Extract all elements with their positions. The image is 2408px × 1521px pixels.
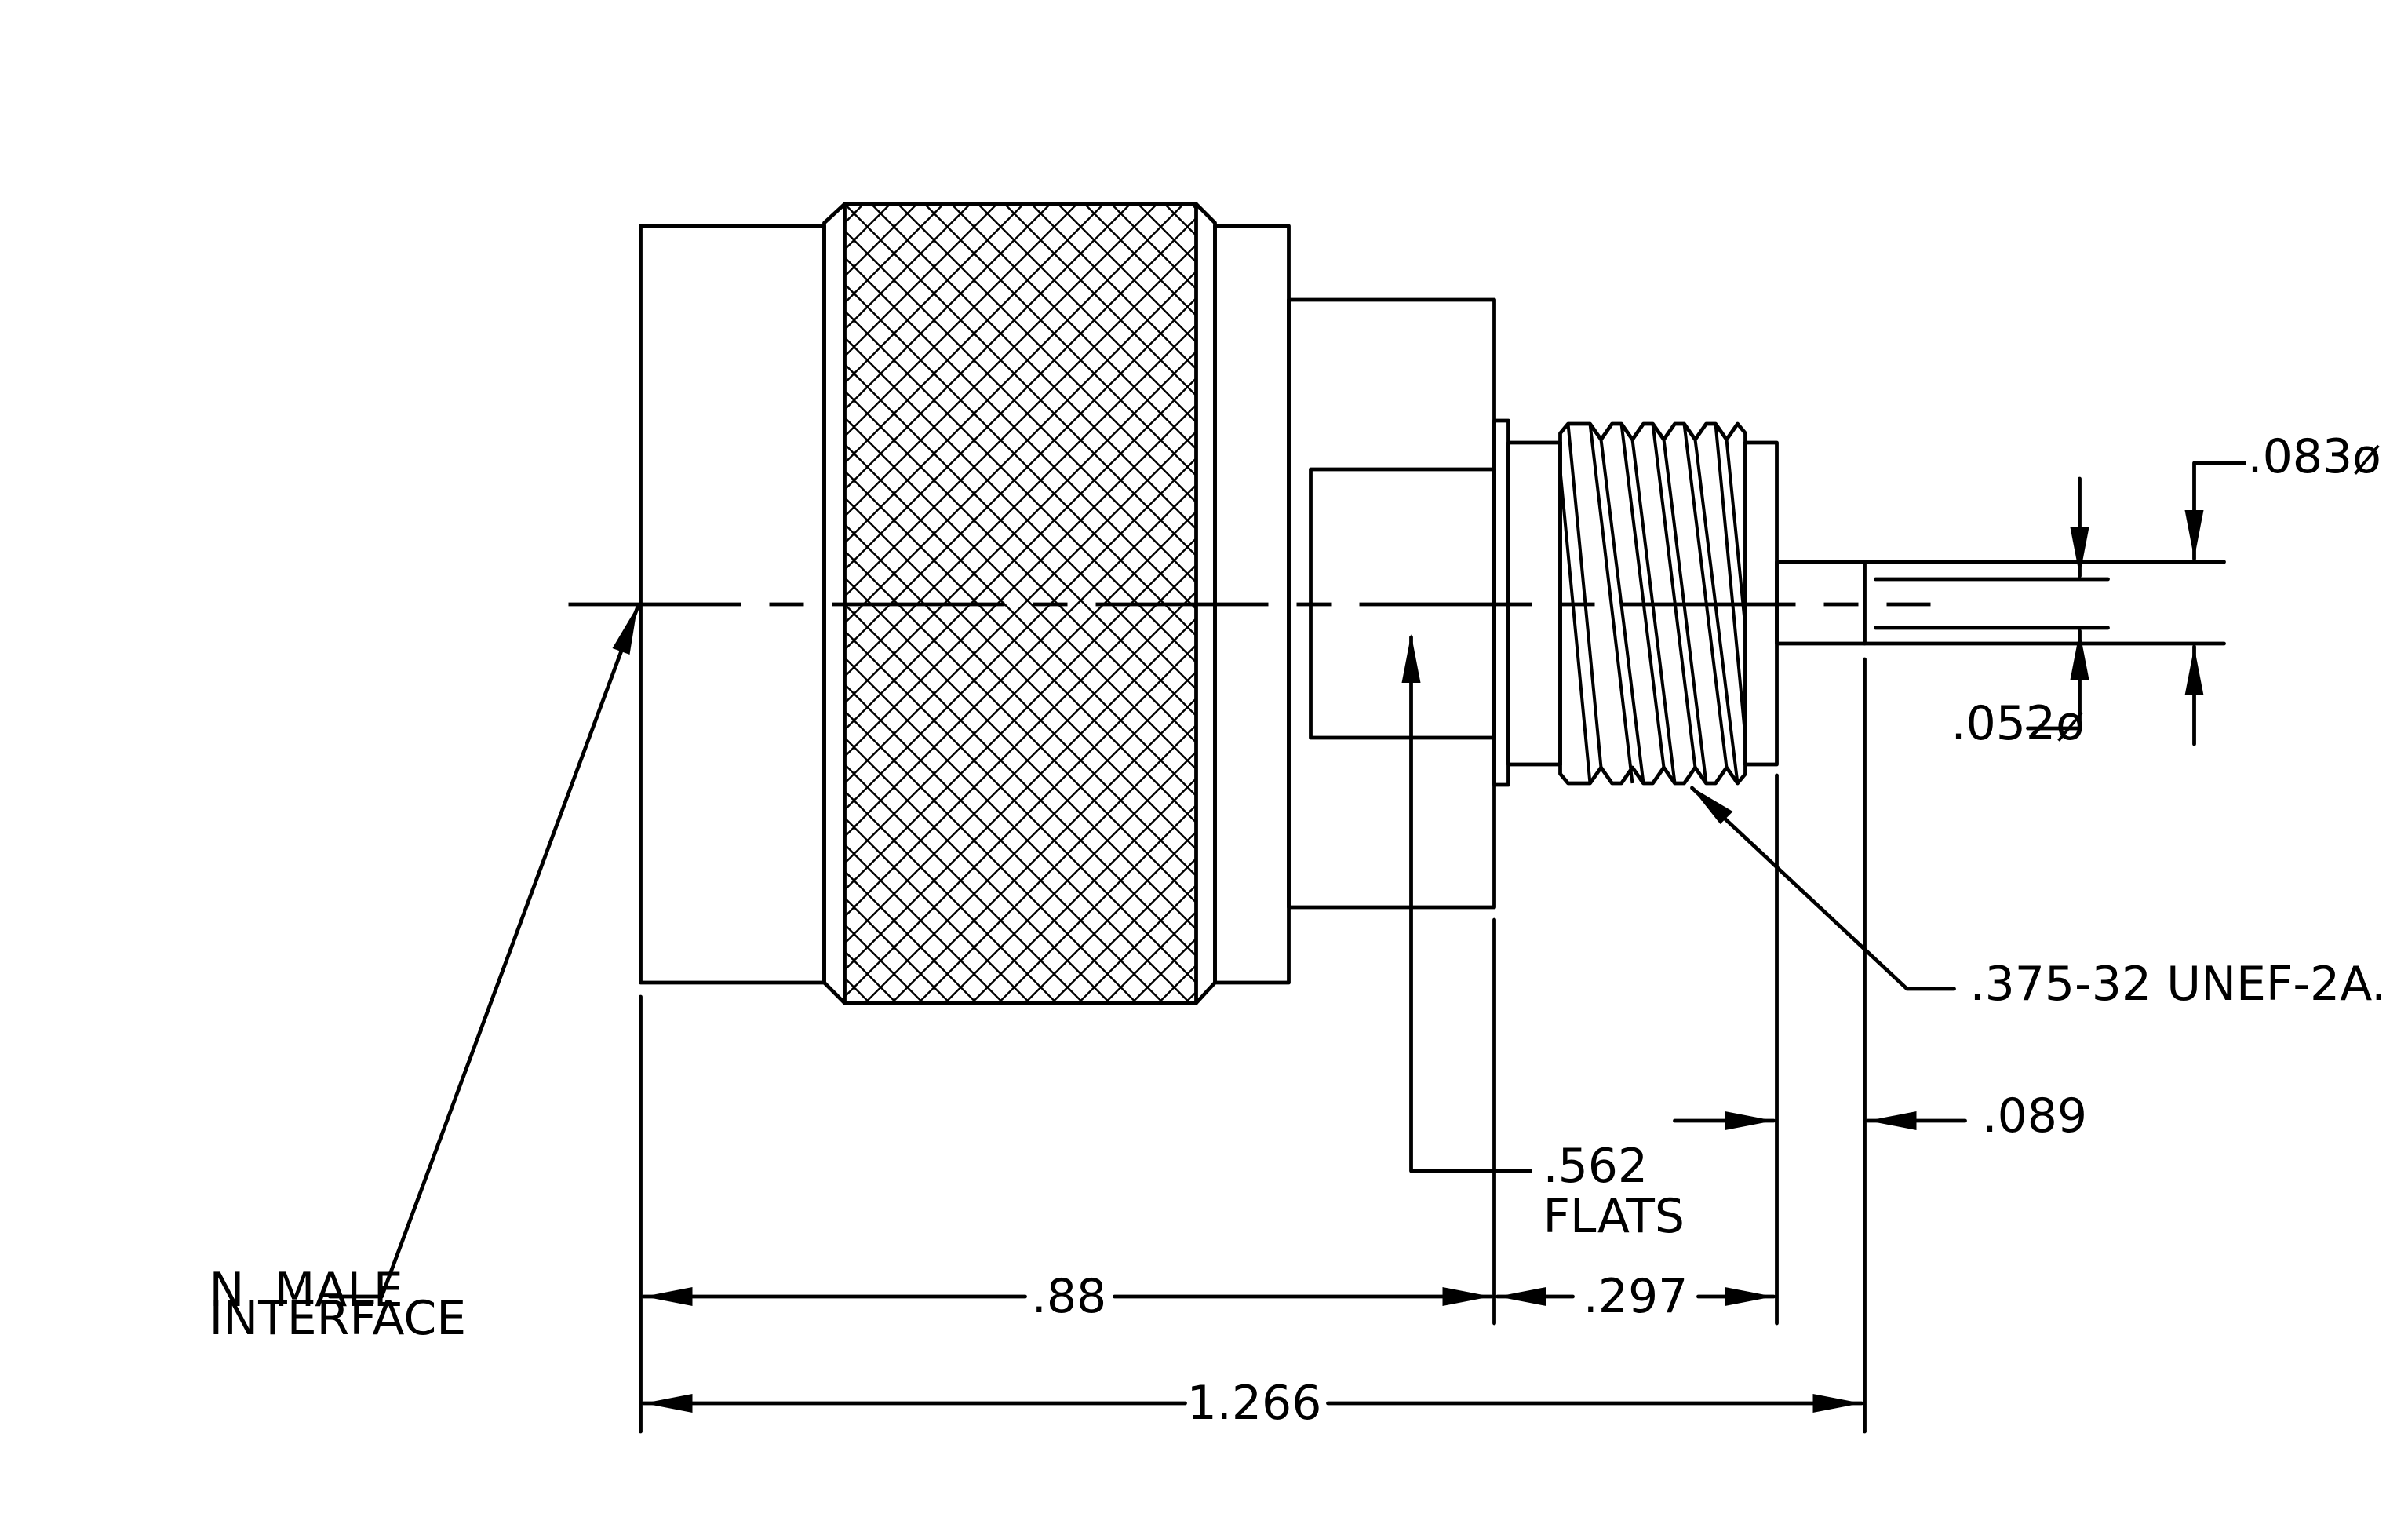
dimension-089: .089: [1673, 1089, 2088, 1143]
thread-spec-label: .375-32 UNEF-2A.: [1970, 957, 2387, 1012]
dim-88-label: .88: [1032, 1269, 1106, 1324]
thread-crest-bottom: [1558, 762, 1747, 786]
n-male-interface-callout: N MALE INTERFACE: [209, 605, 639, 1346]
outer-pin-dia-label: .083ø: [2248, 429, 2381, 484]
inner-pin-diameter-callout: .052ø: [1951, 476, 2089, 751]
dimension-297: .297: [1495, 1269, 1776, 1324]
dim-1266-label: 1.266: [1187, 1376, 1322, 1431]
thread-spec-callout: .375-32 UNEF-2A.: [1690, 786, 2387, 1012]
center-pin: [1775, 560, 2226, 646]
flats-value-label: .562: [1543, 1139, 1648, 1194]
thread-helix-lines: [1558, 423, 1747, 784]
inner-pin-dia-label: .052ø: [1951, 696, 2085, 751]
n-male-label-line1: N MALE: [209, 1263, 403, 1318]
flats-word-label: FLATS: [1543, 1189, 1685, 1244]
dim-089-label: .089: [1983, 1089, 2088, 1143]
dimension-88: .88: [642, 1269, 1493, 1324]
outer-pin-diameter-callout: .083ø: [2184, 429, 2381, 746]
dim-297-label: .297: [1583, 1269, 1689, 1324]
flats-callout: .562 FLATS: [1401, 634, 1685, 1244]
connector-body: [639, 202, 1562, 1005]
dimension-1266: 1.266: [642, 1376, 1863, 1431]
n-male-label-line2: INTERFACE: [209, 1291, 467, 1346]
